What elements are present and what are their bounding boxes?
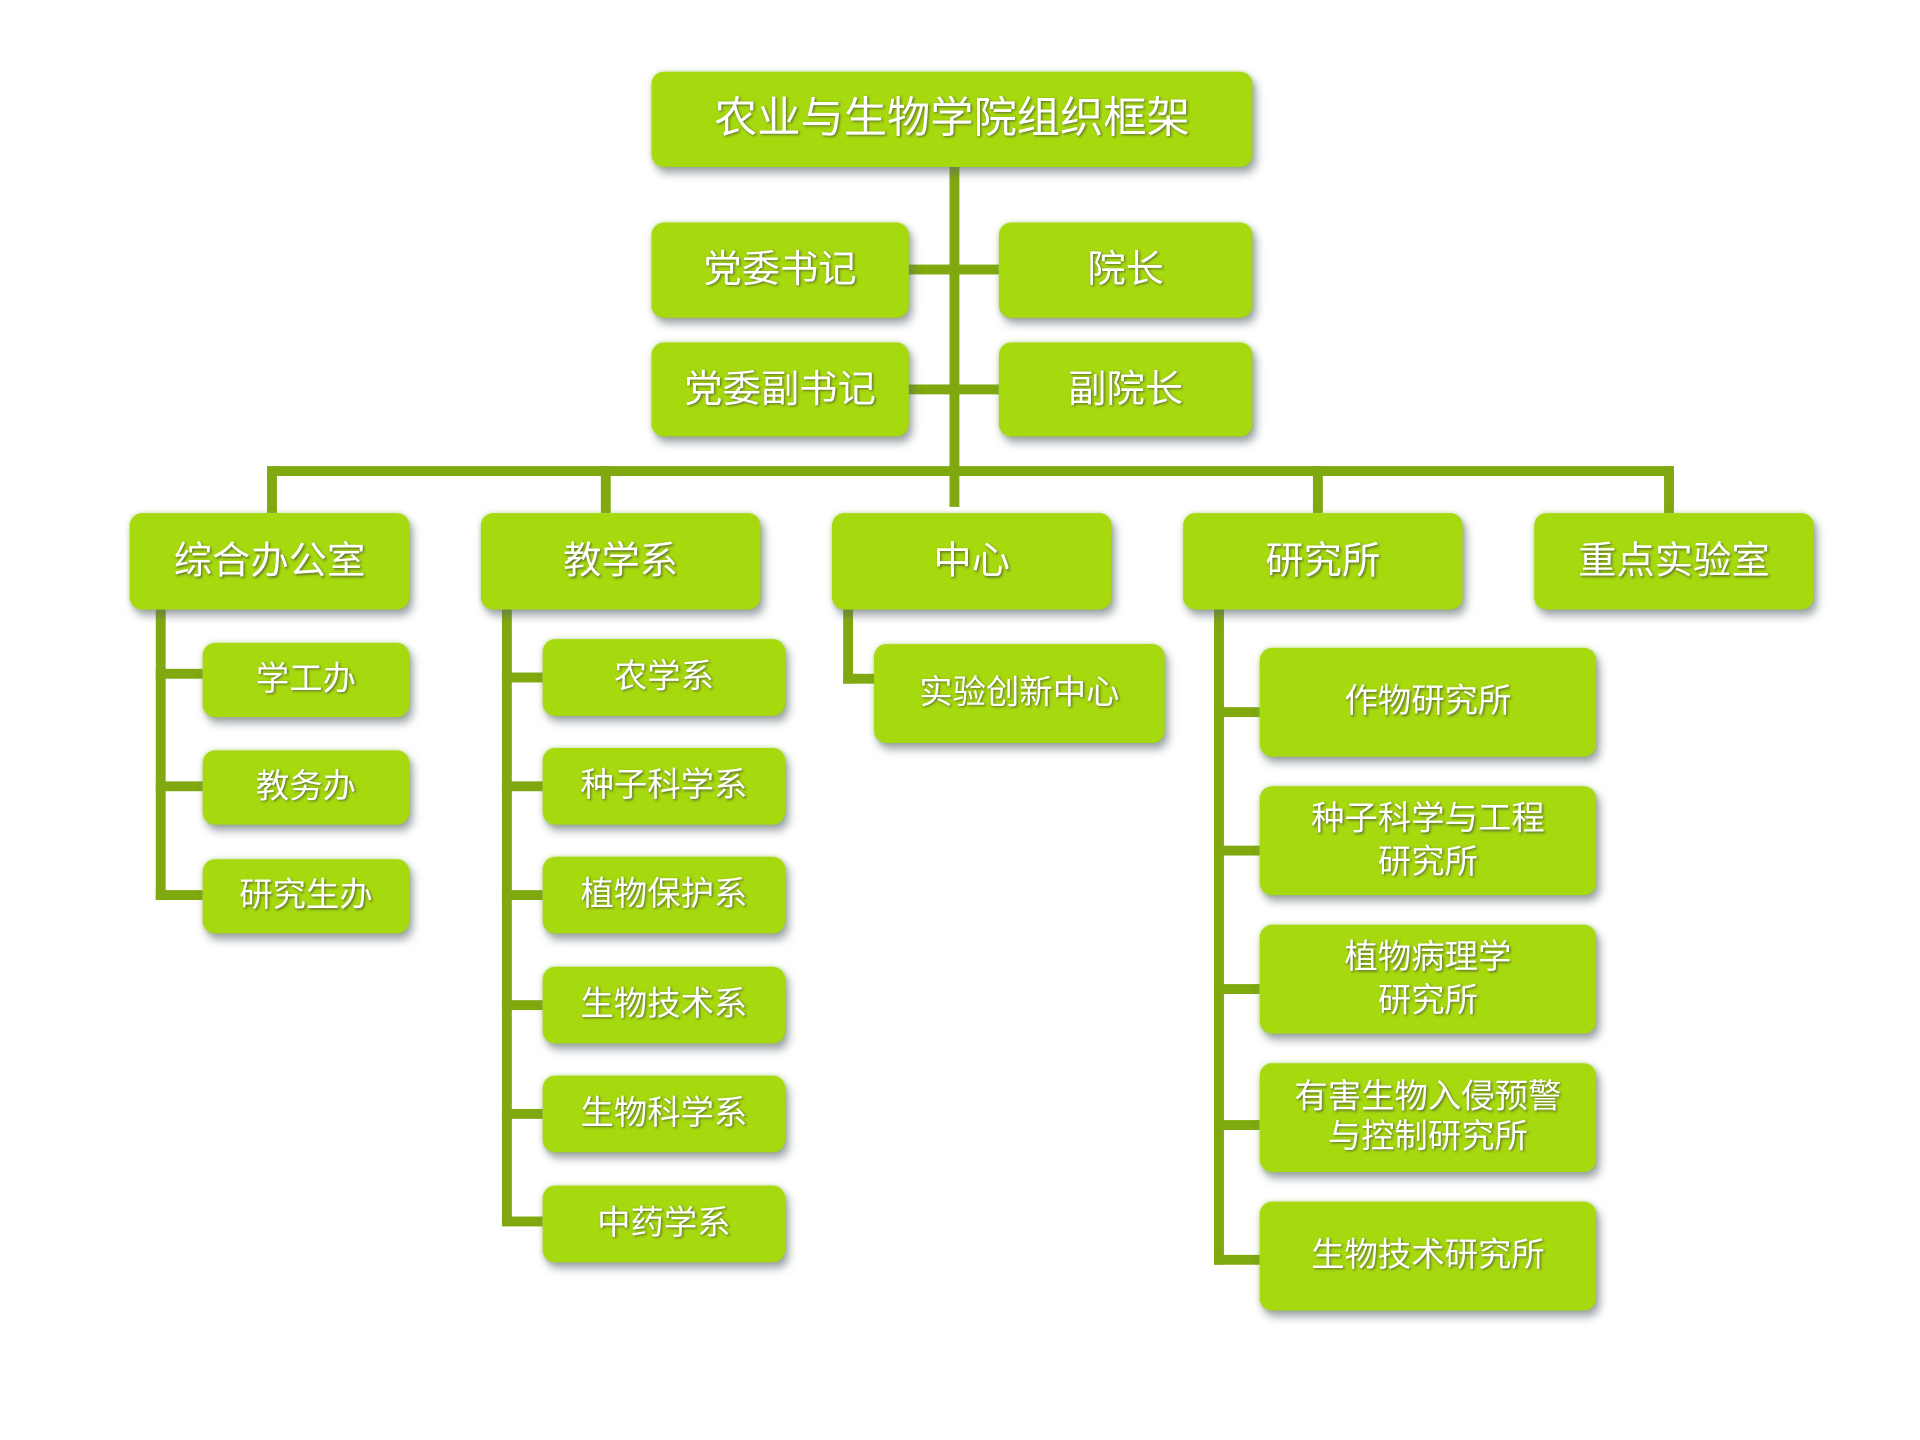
connector — [501, 1108, 543, 1119]
node-party-secretary: 党委书记 — [651, 222, 909, 318]
node-sub: 教务办 — [202, 750, 410, 825]
node-sub: 作物研究所 — [1259, 647, 1597, 757]
connector — [1214, 707, 1260, 718]
connector — [155, 781, 203, 792]
connector — [843, 609, 854, 684]
node-unit: 研究所 — [1183, 513, 1463, 610]
connector — [1214, 984, 1260, 994]
node-sub: 种子科学系 — [542, 747, 786, 825]
connector — [501, 890, 543, 901]
connector — [267, 466, 1674, 476]
connector — [501, 781, 543, 792]
connector — [501, 1000, 543, 1011]
node-sub: 种子科学与工程 研究所 — [1259, 786, 1597, 896]
connector — [949, 166, 960, 507]
connector — [843, 673, 875, 684]
connector — [1312, 466, 1323, 514]
connector — [600, 466, 611, 514]
node-sub: 生物技术系 — [542, 966, 786, 1044]
node-unit: 教学系 — [480, 513, 761, 610]
connector — [155, 668, 203, 679]
node-deputy-party-secretary: 党委副书记 — [651, 342, 909, 437]
connector — [155, 609, 166, 901]
node-sub: 有害生物入侵预警 与控制研究所 — [1259, 1063, 1597, 1173]
node-sub: 学工办 — [202, 642, 410, 718]
node-sub: 植物病理学 研究所 — [1259, 924, 1597, 1034]
node-sub: 研究生办 — [202, 859, 410, 934]
connector — [501, 672, 543, 683]
connector — [1214, 609, 1224, 1265]
chart-title-node: 农业与生物学院组织框架 — [651, 71, 1253, 167]
node-unit: 中心 — [832, 513, 1112, 610]
node-sub: 植物保护系 — [542, 856, 786, 934]
node-sub: 生物科学系 — [542, 1075, 786, 1153]
node-sub: 农学系 — [542, 639, 786, 716]
connector — [501, 1216, 543, 1227]
node-sub: 生物技术研究所 — [1259, 1201, 1597, 1311]
node-unit: 综合办公室 — [129, 513, 410, 610]
connector — [1664, 466, 1674, 514]
node-unit: 重点实验室 — [1534, 513, 1814, 610]
node-sub: 中药学系 — [542, 1185, 786, 1263]
connector — [1214, 1254, 1260, 1265]
connector — [1214, 1120, 1260, 1130]
node-vice-dean: 副院长 — [998, 342, 1253, 437]
connector — [908, 264, 999, 275]
node-dean: 院长 — [998, 222, 1253, 318]
connector — [155, 890, 203, 901]
connector — [908, 384, 999, 395]
connector — [1214, 845, 1260, 856]
connector — [501, 609, 512, 1222]
node-sub: 实验创新中心 — [874, 644, 1165, 744]
connector — [267, 466, 277, 514]
